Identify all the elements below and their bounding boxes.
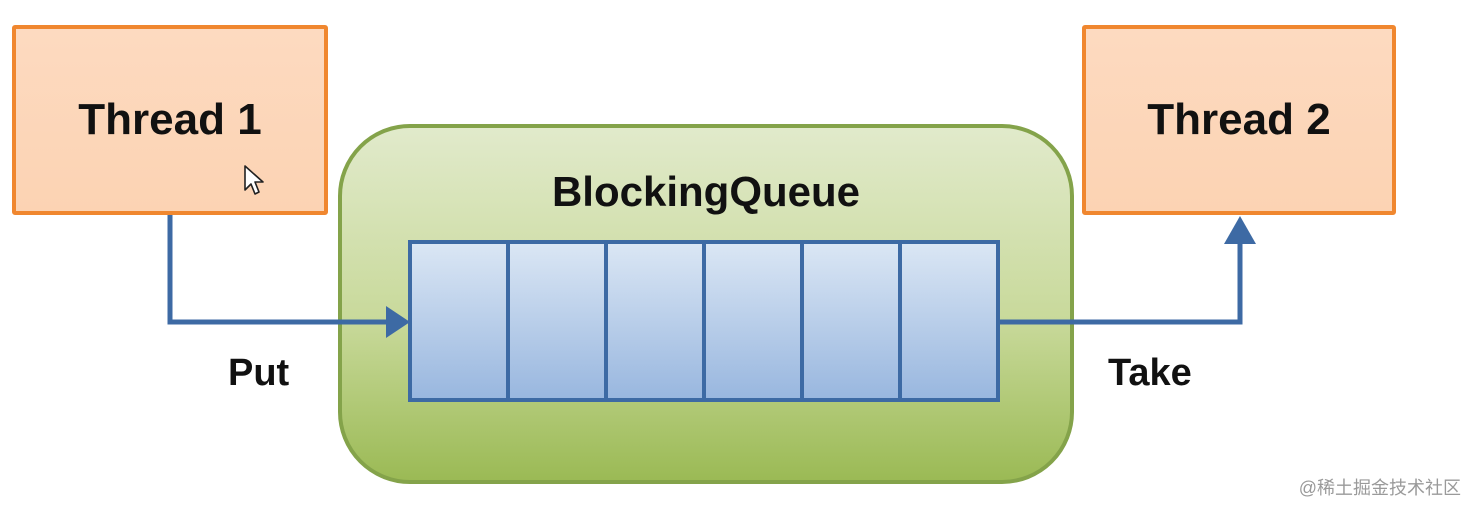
take-arrow: [1000, 240, 1243, 325]
take-arrowhead-icon: [1224, 216, 1256, 244]
thread-2-label: Thread 2: [1147, 95, 1331, 144]
watermark: @稀土掘金技术社区: [1298, 478, 1461, 498]
queue-slot: [510, 244, 604, 398]
queue-slot: [608, 244, 702, 398]
thread-2-box: Thread 2: [1082, 25, 1396, 215]
mouse-cursor-icon: [244, 165, 264, 195]
queue-slot: [902, 244, 996, 398]
thread-1-label: Thread 1: [78, 95, 262, 144]
queue-slot: [804, 244, 898, 398]
blocking-queue-title: BlockingQueue: [551, 168, 861, 215]
take-label: Take: [1108, 352, 1192, 394]
put-label: Put: [228, 352, 290, 394]
thread-1-box: Thread 1: [12, 25, 328, 215]
put-arrowhead-icon: [386, 306, 410, 338]
put-arrow: [167, 215, 388, 325]
queue-slot: [412, 244, 506, 398]
queue-slot: [706, 244, 800, 398]
queue-slots: [408, 240, 1000, 402]
